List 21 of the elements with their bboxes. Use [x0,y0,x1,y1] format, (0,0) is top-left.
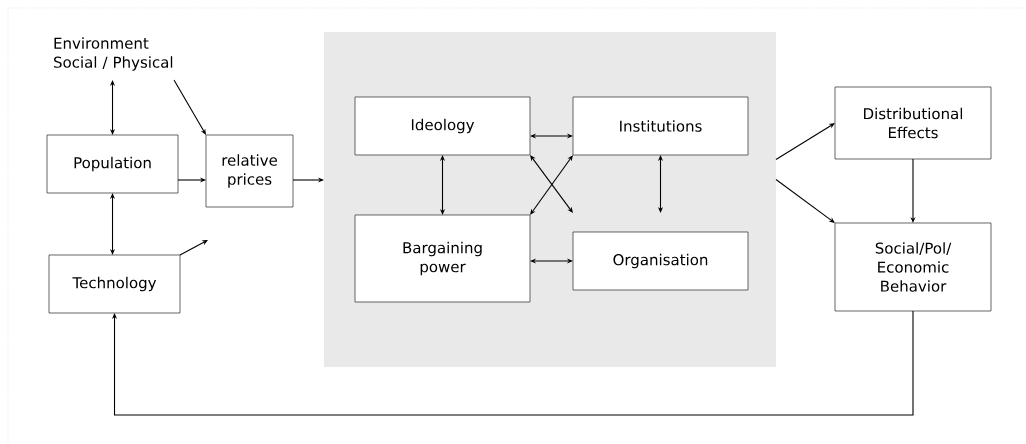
process-box: Institutions [572,96,749,156]
arrow [439,155,446,215]
arrow [109,193,116,255]
arrow [109,80,116,135]
process-box: Social/Pol/ Economic Behavior [834,222,992,312]
arrow [173,79,206,135]
arrow [775,178,835,223]
text-label: Environment Social / Physical [54,37,173,71]
process-box: Population [46,134,179,194]
process-box: Technology [48,254,181,314]
arrow [179,240,208,256]
process-box: Ideology [354,96,531,156]
arrow [111,310,914,416]
arrow [775,123,835,161]
process-box: Bargaining power [354,214,531,303]
arrow [530,133,573,139]
process-box: Distributional Effects [834,86,992,160]
process-box: Organisation [572,231,749,291]
arrow [657,155,664,213]
process-box: relative prices [205,134,294,208]
arrow [530,258,573,264]
